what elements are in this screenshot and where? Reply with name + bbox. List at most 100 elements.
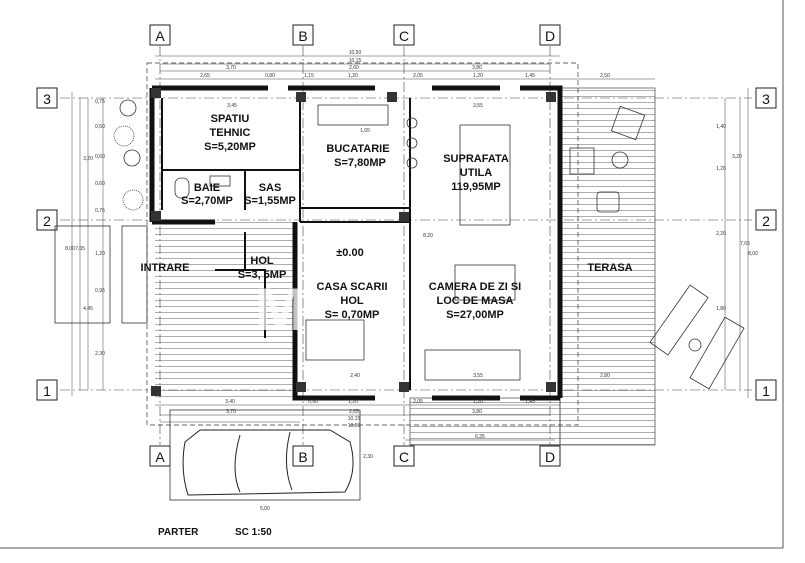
axis-b-top: B: [298, 28, 307, 44]
car-icon: [182, 429, 354, 496]
dim-top-bay: 3,70: [226, 65, 236, 71]
room-casa-scarii-name2: HOL: [340, 295, 364, 307]
dim-top-total: 10,50: [349, 50, 362, 56]
axis-markers: [36, 24, 777, 467]
sink: [209, 175, 231, 187]
axis-1-left: 1: [43, 383, 51, 399]
dim-right-seg: 2,20: [716, 231, 726, 237]
dim-bottom-inner: 10,15: [348, 416, 361, 422]
dim-bottom-total: 10,50: [348, 423, 361, 429]
dim-right-total: 8,00: [748, 251, 758, 257]
dim-left-seg: 0,60: [95, 181, 105, 187]
axis-c-top: C: [399, 28, 409, 44]
sofa-long: [424, 349, 521, 381]
dim-bottom-bay: 3,70: [226, 409, 236, 415]
watermark-logo: M: [255, 276, 305, 343]
dim-interior: 2,40: [350, 373, 360, 379]
dim-interior: 1,65: [360, 128, 370, 134]
dim-left-seg: 1,20: [95, 251, 105, 257]
room-hol-name: HOL: [250, 255, 274, 267]
room-camera-zi-name2: LOC DE MASA: [437, 295, 514, 307]
room-suprafata-name2: UTILA: [460, 167, 492, 179]
dim-bottom-seg: 1,20: [473, 399, 483, 405]
terrace-deck: [559, 87, 656, 446]
dim-top-bay: 3,80: [472, 65, 482, 71]
stairs: [305, 319, 365, 361]
dim-left-total: 7,65: [75, 246, 85, 252]
dim-top-inner: 10,15: [349, 58, 362, 64]
room-camera-zi-area: S=27,00MP: [446, 309, 504, 321]
toilet: [174, 177, 190, 199]
dim-top-bay: 2,60: [349, 65, 359, 71]
room-hol-area: S=3, 5MP: [238, 269, 287, 281]
axis-2-left: 2: [43, 213, 51, 229]
room-suprafata-area: 119,95MP: [451, 181, 501, 193]
room-casa-scarii-area: S= 0,70MP: [325, 309, 380, 321]
kitchen-counter: [317, 104, 389, 126]
room-suprafata-name: SUPRAFATA: [443, 153, 509, 165]
armchair-2: [569, 147, 595, 175]
dim-left-seg: 0,75: [95, 208, 105, 214]
terrace-deck-bottom: [409, 397, 561, 446]
walls: [149, 85, 563, 401]
axis-b-bottom: B: [298, 449, 307, 465]
dim-bottom-seg: 1,45: [525, 399, 535, 405]
dimension-lines: [71, 55, 749, 441]
room-casa-scarii-name: CASA SCARII: [316, 281, 387, 293]
dim-right-seg: 1,20: [716, 166, 726, 172]
dim-left-total: 8,00: [65, 246, 75, 252]
entrance-deck: [155, 222, 295, 398]
dim-bottom-bay: 3,80: [472, 409, 482, 415]
room-sas-area: S=1,55MP: [244, 195, 296, 207]
dim-bottom-deck: 6,35: [475, 434, 485, 440]
axis-1-right: 1: [762, 383, 770, 399]
sofa: [454, 264, 516, 301]
dim-left-seg: 0,75: [95, 99, 105, 105]
dim-bottom-seg: 3,40: [225, 399, 235, 405]
axis-d-bottom: D: [545, 449, 555, 465]
dim-top-seg: 2,05: [413, 73, 423, 79]
room-intrare-name: INTRARE: [141, 262, 190, 274]
dim-interior: 2,80: [600, 373, 610, 379]
dim-bottom-seg: 0,90: [308, 399, 318, 405]
axis-a-top: A: [155, 28, 165, 44]
axis-c-bottom: C: [399, 449, 409, 465]
room-camera-zi-name: CAMERA DE ZI SI: [429, 281, 522, 293]
columns: [151, 88, 556, 396]
drawing-scale: SC 1:50: [235, 527, 272, 538]
room-baie-area: S=2,70MP: [181, 195, 233, 207]
dim-interior: 3,45: [227, 103, 237, 109]
drawing-title: PARTER: [158, 527, 199, 538]
dim-bottom-bay: 2,65: [349, 409, 359, 415]
furniture: [54, 99, 745, 390]
dim-left-seg: 0,60: [95, 154, 105, 160]
room-bucatarie-name: BUCATARIE: [326, 143, 389, 155]
room-spatiu-tehnic-name2: TEHNIC: [210, 127, 251, 139]
room-baie-name: BAIE: [194, 182, 220, 194]
room-sas-name: SAS: [259, 182, 282, 194]
dim-interior: 8,20: [423, 233, 433, 239]
dim-parking-depth: 2,30: [363, 454, 373, 460]
sunbed: [649, 284, 709, 356]
dimension-labels: 10,50 10,15 3,70 2,60 3,80 2,65 0,80 1,1…: [65, 50, 758, 512]
room-spatiu-tehnic-area: S=5,20MP: [204, 141, 256, 153]
axis-2-right: 2: [762, 213, 770, 229]
level-marker: ±0.00: [336, 247, 363, 259]
dim-left-seg: 0,60: [95, 124, 105, 130]
axis-a-bottom: A: [155, 449, 165, 465]
dim-top-seg: 1,15: [304, 73, 314, 79]
dim-top-seg: 2,65: [200, 73, 210, 79]
planter: [54, 225, 111, 324]
axis-d-top: D: [545, 28, 555, 44]
dim-left-bay: 4,45: [83, 306, 93, 312]
axis-3-left: 3: [43, 91, 51, 107]
dim-top-seg: 1,20: [348, 73, 358, 79]
dining-table: [459, 124, 511, 226]
dim-bottom-seg: 1,20: [348, 399, 358, 405]
room-terasa-name: TERASA: [587, 262, 632, 274]
dim-bottom-seg: 2,05: [413, 399, 423, 405]
dim-right-bay: 3,20: [732, 154, 742, 160]
dim-interior: 3,55: [473, 373, 483, 379]
dim-left-seg: 2,30: [95, 351, 105, 357]
